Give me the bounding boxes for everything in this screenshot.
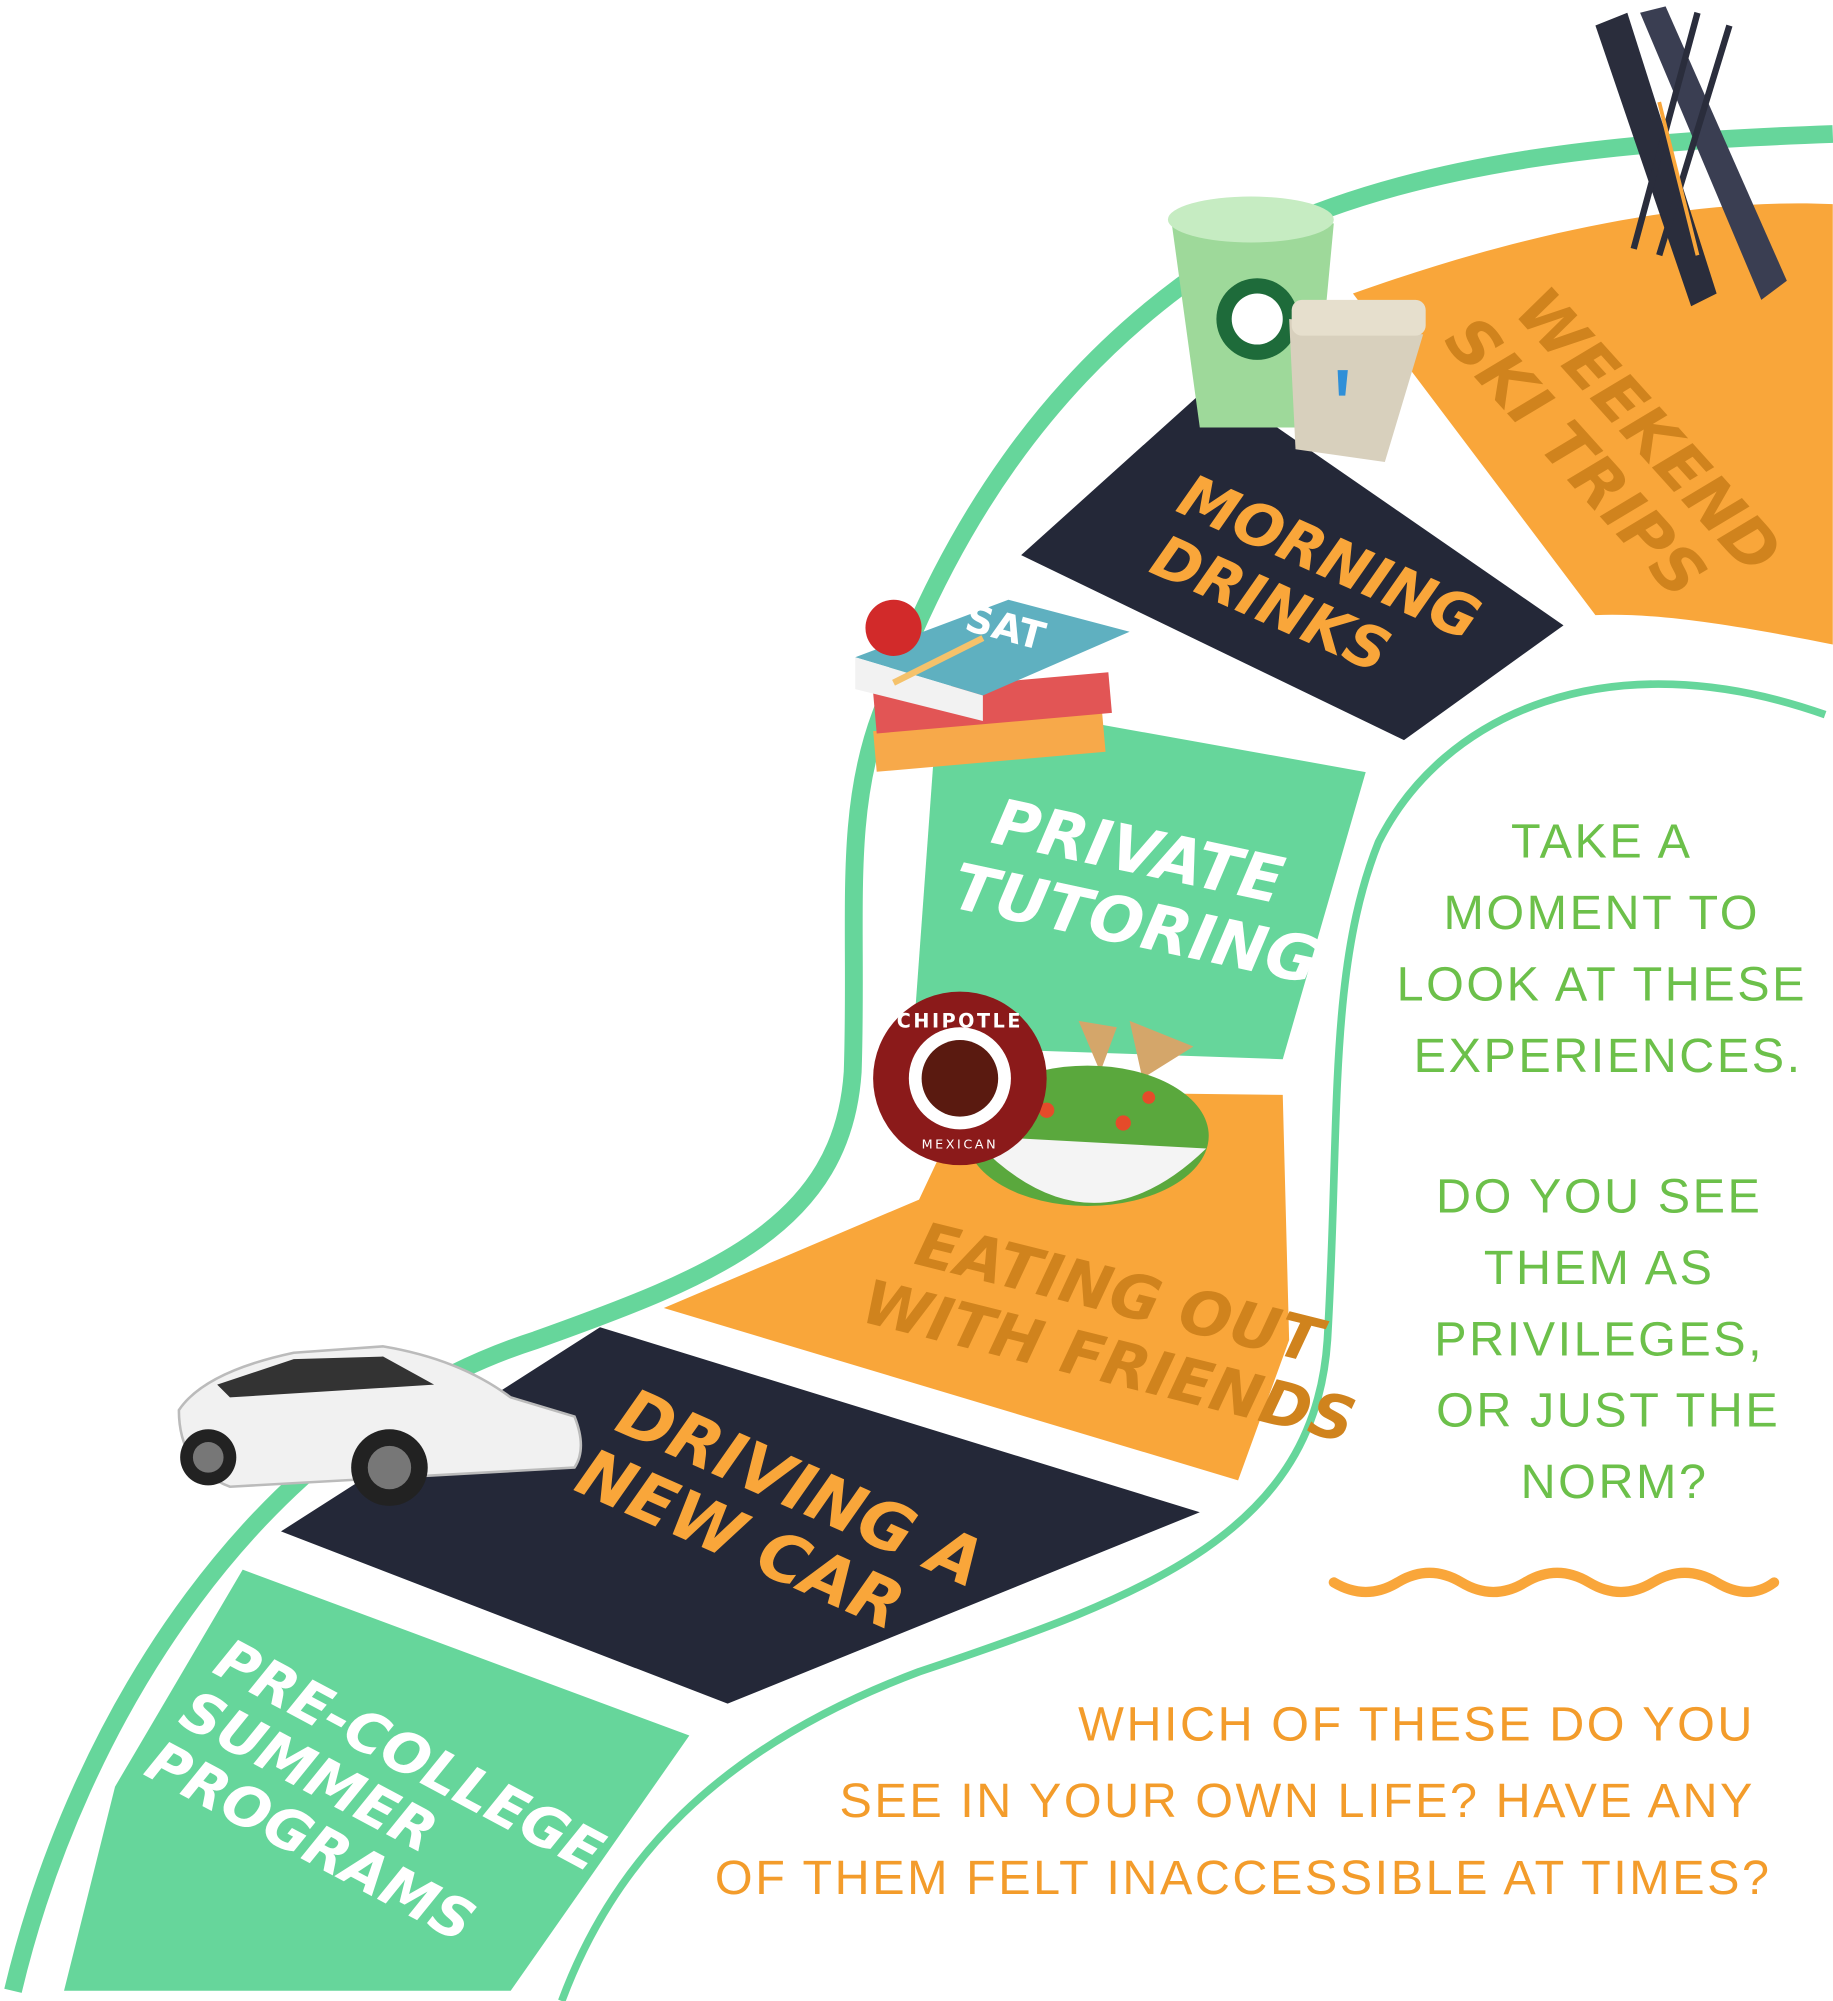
wavy-divider [1328, 1567, 1780, 1597]
reflection-block-1: TAKE A MOMENT TO LOOK AT THESE EXPERIENC… [1397, 815, 1807, 1083]
chipotle-logo: CHIPOTLE MEXICAN [873, 991, 1047, 1166]
skis-icon [1595, 6, 1787, 307]
svg-text:DO YOU SEE: DO YOU SEE [1436, 1169, 1762, 1223]
chipotle-logo-subtext: MEXICAN [922, 1138, 999, 1153]
sat-books-icon: SAT [855, 596, 1130, 772]
svg-text:THEM AS: THEM AS [1484, 1241, 1715, 1295]
svg-text:NORM?: NORM? [1521, 1455, 1709, 1509]
label-pre-college: PRE-COLLEGE SUMMER PROGRAMS [135, 1621, 631, 2001]
white-car-icon [177, 1345, 583, 1506]
svg-text:EXPERIENCES.: EXPERIENCES. [1414, 1029, 1803, 1083]
svg-text:LOOK AT THESE: LOOK AT THESE [1397, 958, 1807, 1012]
chipotle-logo-text: CHIPOTLE [897, 1009, 1023, 1032]
svg-text:TAKE A: TAKE A [1511, 815, 1692, 869]
svg-text:OR JUST THE: OR JUST THE [1436, 1384, 1780, 1438]
svg-text:MOMENT TO: MOMENT TO [1443, 886, 1760, 940]
coffee-cup-icon [1289, 299, 1426, 462]
step-tutoring [912, 695, 1366, 1060]
svg-text:WHICH OF THESE DO YOU: WHICH OF THESE DO YOU [1078, 1698, 1755, 1752]
question-text: WHICH OF THESE DO YOU SEE IN YOUR OWN LI… [715, 1698, 1772, 1905]
svg-text:SEE IN YOUR OWN LIFE? HAVE ANY: SEE IN YOUR OWN LIFE? HAVE ANY [840, 1774, 1755, 1828]
step-pre-college [64, 1569, 690, 1991]
reflection-block-2: DO YOU SEE THEM AS PRIVILEGES, OR JUST T… [1434, 1169, 1780, 1509]
step-drinks [1021, 382, 1564, 741]
svg-text:PRIVILEGES,: PRIVILEGES, [1434, 1312, 1764, 1366]
step-ski [1352, 203, 1833, 645]
svg-text:OF THEM FELT INACCESSIBLE AT: OF THEM FELT INACCESSIBLE AT TIMES? [715, 1851, 1772, 1905]
path-outline-right [558, 680, 1827, 2001]
